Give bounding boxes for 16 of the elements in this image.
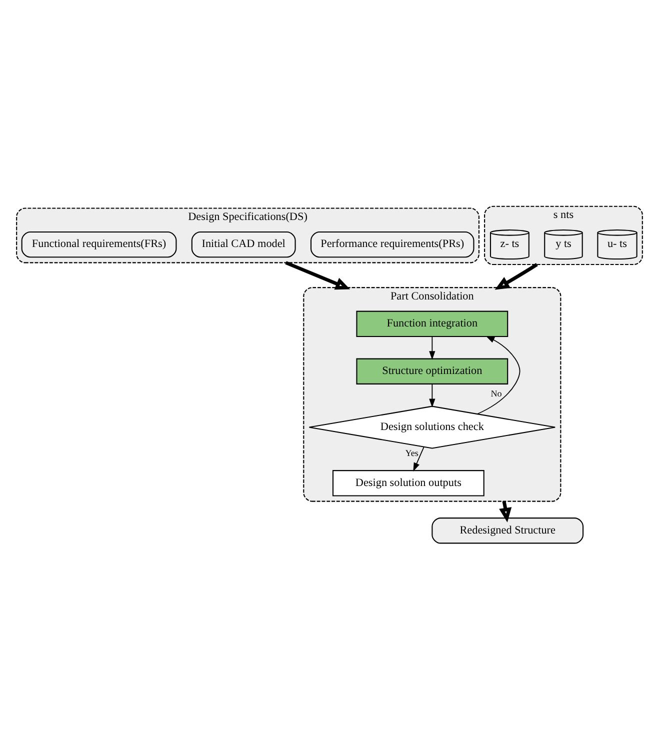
node-box: Initial CAD model [191,230,296,258]
arrow [429,336,436,360]
edge-label: No [490,388,502,398]
node-box: Structure optimization [356,358,508,384]
arrow [413,446,424,472]
arrow [429,383,436,408]
node-box: Function integration [356,310,508,336]
arrow [494,262,538,290]
node-box: Redesigned Structure [432,517,584,544]
edge-label: Yes [405,448,418,458]
node-diamond: Design solutions check [308,405,556,448]
node-box: Performance requirements(PRs) [310,230,474,258]
arrow [285,260,350,290]
node-box: Design solution outputs [332,470,484,496]
arrow [476,335,520,414]
node-box: Functional requirements(FRs) [21,230,177,258]
